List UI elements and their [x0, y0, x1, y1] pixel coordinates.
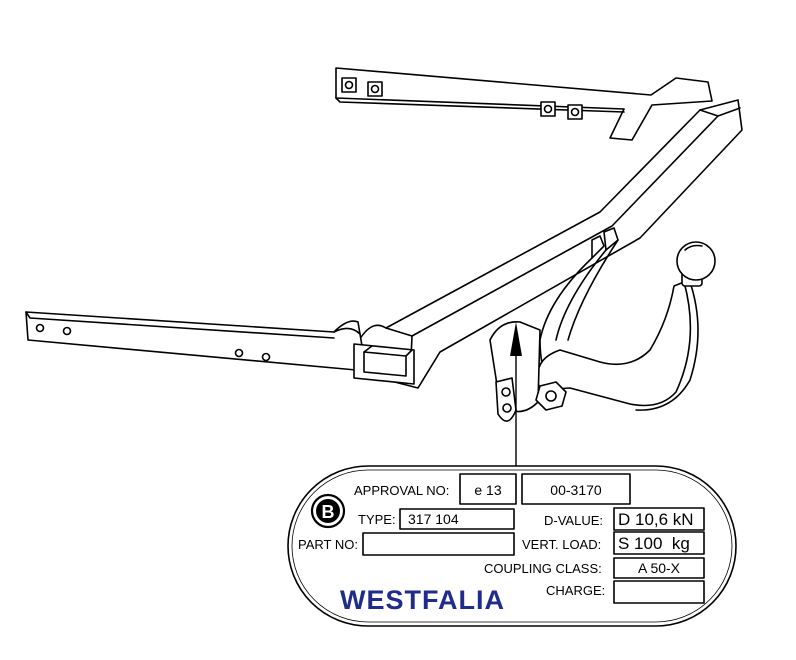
d-value-label: D-VALUE:	[544, 513, 603, 528]
class-badge-letter: B	[322, 502, 335, 522]
socket-bracket	[489, 321, 567, 422]
type-label: TYPE:	[358, 512, 396, 527]
upper-mounting-bracket	[335, 67, 713, 141]
type-plate: B APPROVAL NO: e 13 00-3170 TYPE: 317 10…	[287, 465, 737, 627]
approval-number: 00-3170	[550, 482, 602, 498]
bracket-bolt-icon	[540, 101, 556, 117]
coupling-class-label: COUPLING CLASS:	[484, 561, 602, 576]
type-value: 317 104	[408, 511, 459, 527]
bracket-bolt-icon	[367, 81, 383, 97]
square-tube-end	[353, 343, 415, 385]
left-side-arm	[25, 311, 363, 371]
westfalia-logo: WESTFALIA	[340, 585, 505, 615]
vert-load-label: VERT. LOAD:	[522, 537, 601, 552]
approval-code: e 13	[474, 482, 501, 498]
bracket-bolt-icon	[341, 77, 357, 93]
d-value: D 10,6 kN	[618, 510, 694, 529]
pointer-arrow	[510, 322, 522, 470]
class-b-badge-icon: B	[310, 493, 346, 529]
part-no-label: PART NO:	[298, 537, 358, 552]
bracket-bolt-icon	[567, 104, 583, 120]
coupling-class-value: A 50-X	[638, 560, 681, 576]
charge-label: CHARGE:	[546, 583, 605, 598]
vert-load-value: S 100 kg	[618, 534, 690, 553]
approval-label: APPROVAL NO:	[354, 483, 449, 498]
